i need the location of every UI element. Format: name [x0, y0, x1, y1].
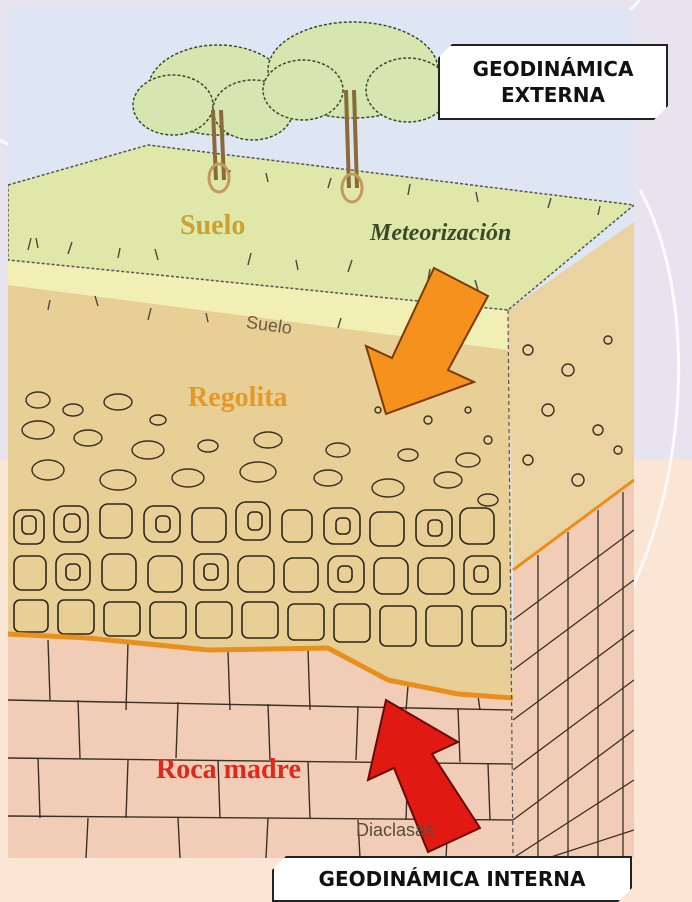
soil-profile-figure: Suelo Meteorización Suelo Regolita Roca … — [8, 10, 634, 858]
label-meteorizacion: Meteorización — [370, 220, 511, 247]
callout-geodinamica-externa: GEODINÁMICA EXTERNA — [438, 44, 668, 120]
label-roca-madre: Roca madre — [156, 754, 301, 786]
label-suelo: Suelo — [180, 210, 245, 242]
soil-profile-svg — [8, 10, 634, 858]
callout-externa-line1: GEODINÁMICA — [473, 56, 634, 82]
callout-interna-text: GEODINÁMICA INTERNA — [319, 867, 586, 891]
label-regolita: Regolita — [188, 382, 288, 414]
callout-externa-line2: EXTERNA — [473, 82, 634, 108]
callout-geodinamica-interna: GEODINÁMICA INTERNA — [272, 856, 632, 902]
label-diaclasas: Diaclasas — [356, 820, 434, 841]
